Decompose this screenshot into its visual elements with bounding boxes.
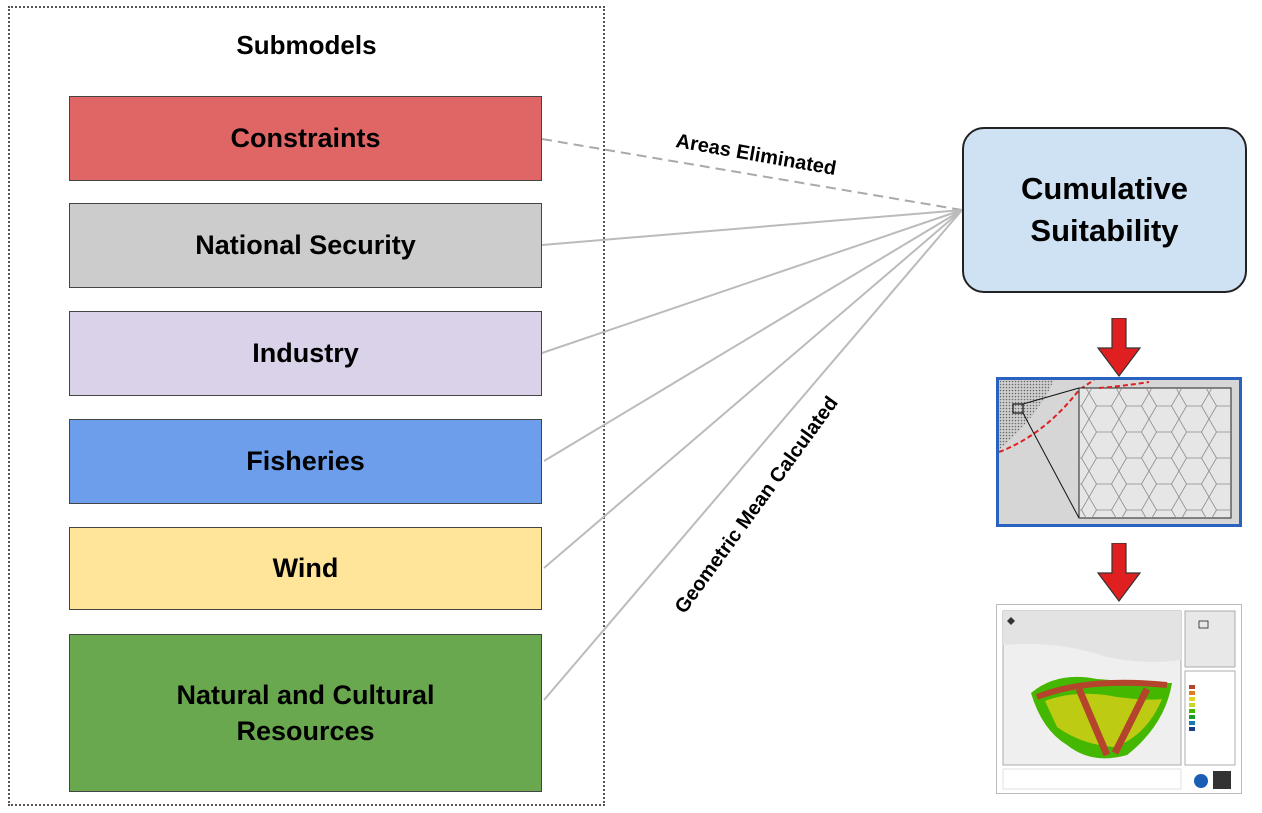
submodel-natural-and-cultural-resources: Natural and Cultural Resources [69,634,542,792]
suitability-map-thumbnail [996,604,1242,794]
connector-national-security [541,209,963,246]
map-icon [997,605,1241,793]
submodel-industry: Industry [69,311,542,396]
connector-fisheries [543,209,963,462]
submodel-wind: Wind [69,527,542,610]
submodel-fisheries: Fisheries [69,419,542,504]
hexagon-grid-icon [999,380,1239,524]
down-arrow-icon [1096,318,1142,377]
connector-natural-cultural [543,209,963,701]
hexagon-grid-inset-image [996,377,1242,527]
connector-wind [543,209,963,569]
connector-industry [541,209,963,354]
connector-constraints [541,138,963,211]
submodel-national-security: National Security [69,203,542,288]
cumulative-suitability-box: Cumulative Suitability [962,127,1247,293]
submodels-title: Submodels [236,30,377,60]
submodel-constraints: Constraints [69,96,542,181]
down-arrow-icon [1096,543,1142,602]
submodels-frame [8,6,605,806]
